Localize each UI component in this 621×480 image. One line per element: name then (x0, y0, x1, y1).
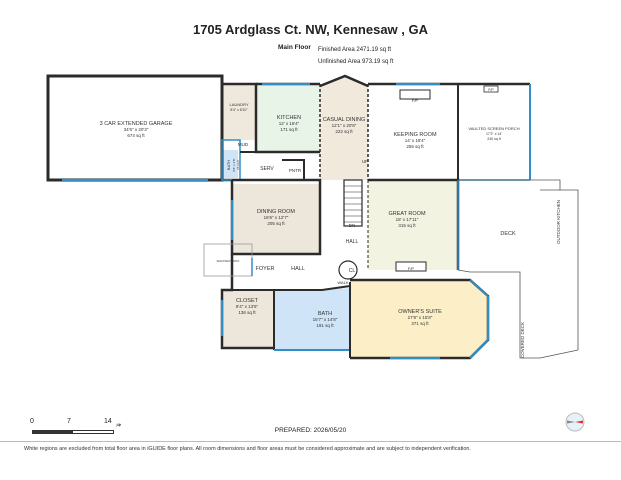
svg-text:315 sq ft: 315 sq ft (398, 223, 416, 228)
prepared-date: PREPARED: 2026/05/20 (274, 427, 347, 434)
svg-text:674 sq ft: 674 sq ft (127, 133, 145, 138)
bath-owner-fill (274, 288, 350, 350)
label-casual-dining: CASUAL DINING (323, 117, 366, 123)
svg-text:34'6" x 20'3": 34'6" x 20'3" (124, 127, 149, 132)
label-serv: SERV (260, 166, 274, 172)
label-owners-suite: OWNER'S SUITE (398, 309, 442, 315)
svg-text:27'8" x 15'8": 27'8" x 15'8" (408, 315, 433, 320)
fireplace-keeping: F/P (412, 98, 419, 103)
dining-room-fill (232, 184, 320, 254)
svg-text:240 sq ft: 240 sq ft (487, 137, 500, 141)
svg-text:371 sq ft: 371 sq ft (411, 321, 429, 326)
label-outdoor-kitchen: OUTDOOR KITCHEN (556, 200, 561, 244)
svg-text:17'2" x 14': 17'2" x 14' (486, 132, 502, 136)
label-vaulted-porch: VAULTED SCREEN PORCH (468, 126, 519, 131)
label-cl: CL (349, 268, 356, 274)
label-dining-room: DINING ROOM (257, 209, 295, 215)
label-laundry: LAUNDRY (229, 102, 248, 107)
fireplace-porch: F/P (488, 88, 494, 92)
owners-suite-fill (350, 280, 488, 358)
svg-text:191 sq ft: 191 sq ft (316, 323, 334, 328)
unfinished-area: Unfinished Area 973.19 sq ft (318, 59, 394, 65)
svg-text:8'8" x 3'8": 8'8" x 3'8" (232, 158, 236, 171)
stairs (343, 179, 363, 227)
label-kitchen: KITCHEN (277, 115, 301, 121)
scale-tick-7: 7 (67, 418, 71, 425)
floor-name: Main Floor (278, 44, 311, 51)
svg-text:16'6" x 12'7": 16'6" x 12'7" (264, 215, 289, 220)
svg-text:171 sq ft: 171 sq ft (280, 127, 298, 132)
label-pntr: PNTR (289, 168, 302, 173)
label-covered-deck: COVERED DECK (520, 322, 525, 358)
label-bath-small: BATH (226, 160, 231, 170)
label-bath-owner: BATH (318, 311, 332, 317)
svg-text:8'4" x 8'10": 8'4" x 8'10" (230, 108, 248, 112)
plan-title: 1705 Ardglass Ct. NW, Kennesaw , GA (192, 22, 429, 37)
scale-tick-14: 14 (104, 418, 112, 425)
footer-divider (0, 441, 621, 442)
svg-text:18' x 17'11": 18' x 17'11" (396, 217, 419, 222)
svg-text:25 sq ft: 25 sq ft (236, 160, 240, 170)
scale-tick-0: 0 (30, 418, 34, 425)
great-room-fill (368, 180, 458, 270)
label-hall-stairs: HALL (346, 239, 359, 245)
fireplace-great: F/P (408, 266, 415, 271)
svg-text:136 sq ft: 136 sq ft (238, 310, 256, 315)
marker-up: UP (362, 159, 368, 164)
label-foyer: FOYER (256, 266, 275, 272)
svg-text:16'7" x 14'8": 16'7" x 14'8" (313, 317, 338, 322)
svg-text:12'1" x 20'8": 12'1" x 20'8" (332, 123, 357, 128)
area-summary: Finished Area 2471.19 sq ft Unfinished A… (318, 44, 393, 68)
label-garage: 3 CAR EXTENDED GARAGE (100, 121, 173, 127)
label-closet: CLOSET (236, 298, 259, 304)
label-keeping-room: KEEPING ROOM (393, 132, 437, 138)
label-mud: MUD (238, 142, 249, 147)
scale-graphic (32, 430, 114, 434)
marker-dn: DN (349, 223, 356, 228)
closet-fill (222, 290, 274, 348)
svg-text:256 sq ft: 256 sq ft (406, 144, 424, 149)
bath-small-fill (222, 150, 238, 178)
svg-text:205 sq ft: 205 sq ft (267, 221, 285, 226)
kitchen-fill (256, 84, 320, 152)
label-deck: DECK (500, 231, 516, 237)
label-walkway: WALKWAY/PATIO (217, 259, 240, 263)
label-walk: WALK (337, 280, 349, 285)
laundry-fill (222, 84, 256, 140)
svg-text:9'4" x 13'5": 9'4" x 13'5" (236, 304, 259, 309)
disclaimer: White regions are excluded from total fl… (24, 446, 471, 452)
svg-text:222 sq ft: 222 sq ft (335, 129, 353, 134)
scale-bar: 0 7 14 ft (30, 418, 121, 438)
svg-text:14' x 18'4": 14' x 18'4" (405, 138, 426, 143)
finished-area: Finished Area 2471.19 sq ft (318, 47, 392, 53)
svg-text:12' x 16'4": 12' x 16'4" (279, 121, 300, 126)
casual-dining-fill (320, 76, 368, 180)
label-great-room: GREAT ROOM (388, 211, 425, 217)
compass-icon (565, 412, 585, 432)
label-hall-main: HALL (291, 266, 305, 272)
